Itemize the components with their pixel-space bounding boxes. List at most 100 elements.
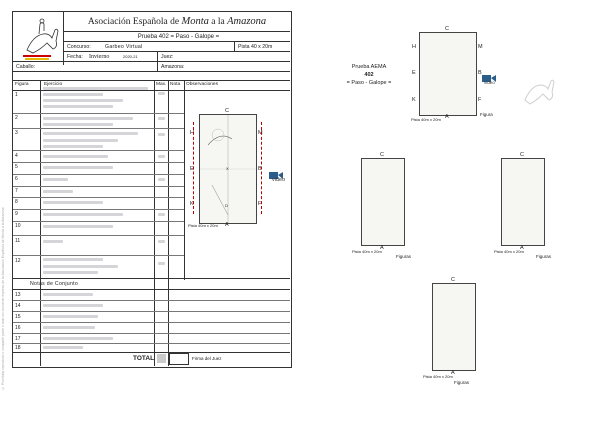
blurred-text xyxy=(43,93,103,96)
letter-a: A xyxy=(225,222,229,228)
blurred-text xyxy=(43,139,118,142)
row-divider xyxy=(13,150,184,151)
blurred-text xyxy=(43,326,95,329)
letter-c: C xyxy=(451,277,455,283)
figura-label: Figura xyxy=(480,112,493,117)
figuras-label: Figuras xyxy=(536,254,552,259)
total-label: TOTAL xyxy=(133,355,155,362)
row-divider xyxy=(13,278,290,279)
video-camera-icon[interactable] xyxy=(482,70,496,82)
row-number: 3 xyxy=(15,130,18,136)
row-number: 14 xyxy=(15,303,21,309)
title-mid: a la xyxy=(208,17,228,27)
blurred-text xyxy=(43,337,113,340)
row-divider xyxy=(13,255,184,256)
video-link[interactable]: video xyxy=(272,177,286,183)
blurred-max xyxy=(158,262,165,265)
blurred-text xyxy=(43,293,93,296)
rider-watermark-icon xyxy=(520,62,560,112)
row-number: 4 xyxy=(15,153,18,159)
blurred-text xyxy=(43,105,113,108)
arena-caption: Pista 40m x 20m xyxy=(352,249,382,254)
title-script-amazona: Amazona xyxy=(227,16,267,27)
letter-c: C xyxy=(445,26,449,32)
blurred-text xyxy=(43,271,98,274)
figure-arena-1 xyxy=(419,32,477,116)
row-divider xyxy=(13,300,290,301)
firma-label: Firma del Juez xyxy=(192,356,222,361)
concurso-value: Garbeo Virtual xyxy=(105,43,143,50)
letter-x: X xyxy=(226,166,229,171)
arena-caption: Pista 40m x 20m xyxy=(494,249,524,254)
col-observaciones: Observaciones xyxy=(186,82,218,87)
blurred-max xyxy=(158,92,165,95)
blurred-text xyxy=(43,346,83,349)
row-number: 1 xyxy=(15,92,18,98)
row-divider xyxy=(13,113,184,114)
blurred-text xyxy=(43,117,133,120)
pista-value: Pista 40 x 20m xyxy=(234,42,290,51)
blurred-text xyxy=(43,213,123,216)
fecha-value: Invierno xyxy=(89,53,110,60)
blurred-text xyxy=(43,258,103,261)
caballo-row: Caballo: Amazona: xyxy=(13,61,290,71)
blurred-text xyxy=(43,190,73,193)
blurred-max xyxy=(158,133,165,136)
letter-b: B xyxy=(478,70,482,76)
blurred-text xyxy=(43,225,113,228)
col-nota: Nota xyxy=(170,82,181,87)
blurred-text xyxy=(43,178,68,181)
row-number: 10 xyxy=(15,223,21,229)
arena-figure-lines xyxy=(200,115,256,223)
video-camera-icon[interactable] xyxy=(269,167,283,179)
row-number: 7 xyxy=(15,188,18,194)
title-pre: Asociación Española de xyxy=(87,17,182,27)
divider xyxy=(184,80,185,280)
blurred-text xyxy=(43,201,103,204)
left-marker-line xyxy=(193,122,196,214)
row-divider xyxy=(13,343,290,344)
letter-k: K xyxy=(190,201,194,207)
letter-c: C xyxy=(225,108,229,114)
divider xyxy=(154,80,155,366)
video-link[interactable]: video xyxy=(484,80,495,85)
row-divider xyxy=(13,186,184,187)
blurred-max xyxy=(158,117,165,120)
letter-f: F xyxy=(258,201,262,207)
prueba-title: Prueba 402 = Paso - Galope = xyxy=(137,33,220,40)
right-marker-line xyxy=(261,122,264,214)
blurred-text xyxy=(43,265,118,268)
juez-label: Juez: xyxy=(157,52,290,61)
row-number: 12 xyxy=(15,258,21,264)
blurred-text xyxy=(43,315,98,318)
total-box[interactable] xyxy=(169,353,189,365)
blurred-text xyxy=(43,155,108,158)
row-number: 16 xyxy=(15,325,21,331)
figure-arena-3 xyxy=(501,158,545,246)
letter-m: M xyxy=(478,44,483,50)
col-ejercicio: Ejercicio xyxy=(44,82,63,87)
blurred-text xyxy=(43,132,138,135)
row-number: 13 xyxy=(15,292,21,298)
row-number: 11 xyxy=(15,238,21,244)
col-figura: Figura xyxy=(15,82,29,87)
row-divider xyxy=(13,333,290,334)
blurred-text xyxy=(43,240,63,243)
prueba-row: Prueba 402 = Paso - Galope = xyxy=(64,31,290,41)
prueba-aema-label: Prueba AEMA xyxy=(351,64,387,70)
row-divider xyxy=(13,128,184,129)
row-divider xyxy=(13,209,184,210)
amazona-label: Amazona: xyxy=(157,62,290,71)
prueba-subtitle: = Paso - Galope = xyxy=(346,80,392,86)
letter-m: M xyxy=(258,130,263,136)
row-divider xyxy=(13,235,184,236)
letter-a: A xyxy=(445,114,449,120)
figure-arena-4 xyxy=(432,283,476,371)
fecha-row: Fecha: Invierno 2020-21 Juez: xyxy=(64,51,290,61)
fecha-year: 2020-21 xyxy=(123,54,138,59)
copyright-sidetext: © Prohibida reproducir o compartir parte… xyxy=(1,207,5,391)
concurso-label: Concurso: xyxy=(67,43,91,50)
col-max: Max. xyxy=(156,82,167,87)
blurred-text xyxy=(43,123,113,126)
figuras-label: Figuras xyxy=(454,380,470,385)
